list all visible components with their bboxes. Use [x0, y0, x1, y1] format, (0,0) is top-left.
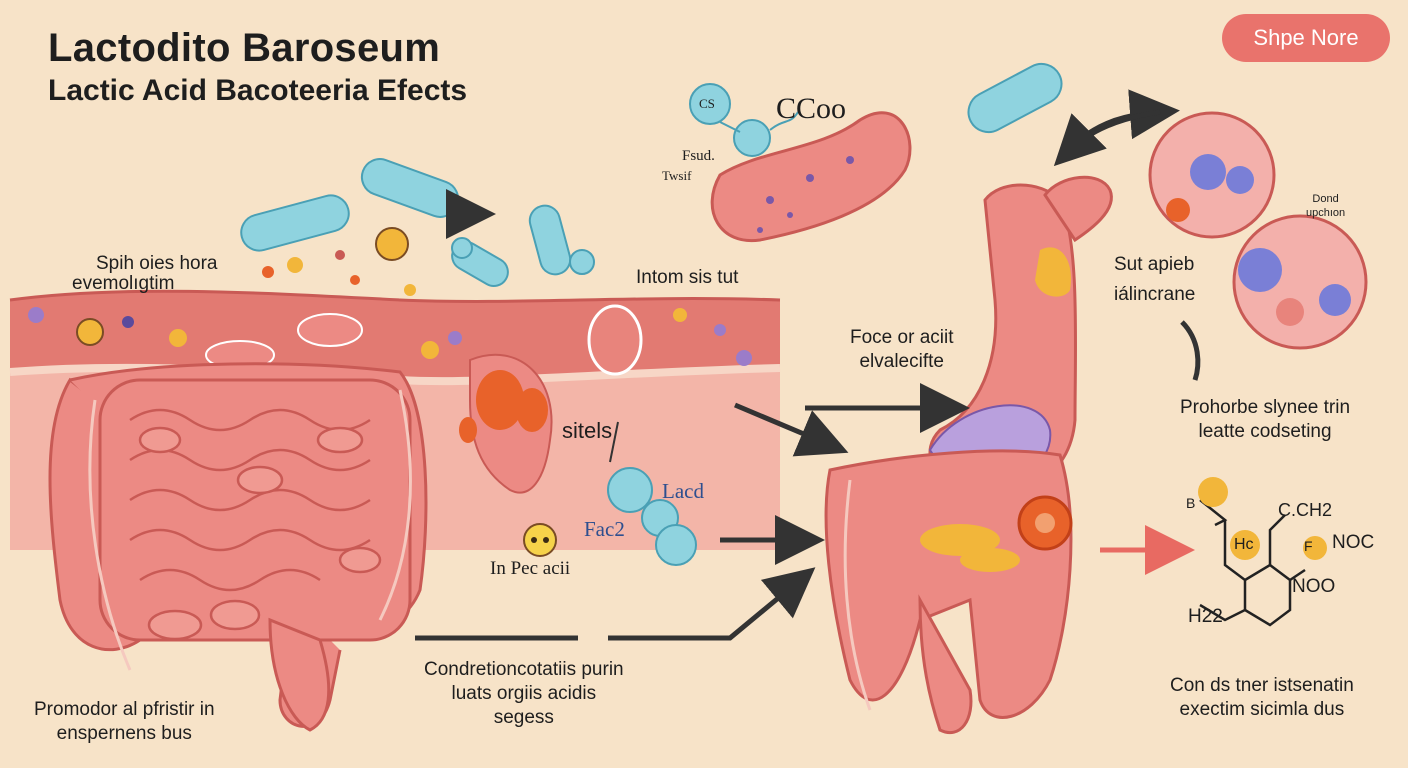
label-sut-line2: iálincrane [1114, 284, 1196, 305]
label-sitels: sitels [562, 418, 613, 443]
label-cond-line1: Condretioncotatiis purin [424, 659, 624, 680]
gut-cell-detail [459, 353, 553, 494]
small-intestine-coils [129, 408, 382, 641]
chem-label-hc: Hc [1234, 536, 1254, 553]
page-subtitle: Lactic Acid Bacoteeria Efects [48, 74, 468, 107]
pink-bacterium [710, 111, 912, 243]
label-ccoo: CCoo [776, 92, 847, 125]
see-more-button[interactable]: Shpe Nore [1222, 14, 1390, 62]
label-foce-line2: elvalecifte [859, 351, 944, 372]
label-cs: CS [699, 96, 715, 111]
chemical-structure [1199, 499, 1306, 627]
bacteria-debris [262, 227, 416, 296]
label-cond-line2: luats orgiis acidis [451, 683, 597, 704]
label-prohorbe: Prohorbe slynee trin leatte codseting [1180, 396, 1350, 444]
chem-label-cch2: C.CH2 [1278, 500, 1333, 520]
label-promodor: Promodor al pfristir in enspernens bus [34, 698, 215, 746]
label-consd-line1: Con ds tner istsenatin [1170, 675, 1354, 696]
label-foce: Foce or aciit elvalecifte [850, 326, 953, 374]
round-cells [1148, 111, 1368, 350]
label-foce-line1: Foce or aciit [850, 327, 954, 348]
chem-label-f: F [1304, 538, 1313, 554]
bacterium-top-right [967, 62, 1063, 134]
label-prohorbe-line1: Prohorbe slynee trin [1180, 397, 1351, 418]
yellow-molecule [523, 523, 557, 557]
page-title: Lactodito Baroseum [48, 26, 441, 70]
label-consd-line2: exectim sicimla dus [1179, 699, 1345, 720]
label-condretion: Condretioncotatiis purin luats orgiis ac… [424, 658, 624, 730]
label-promodor-line2: enspernens bus [56, 723, 192, 744]
label-lacd: Lacd [662, 479, 704, 503]
label-prohorbe-line2: leatte codseting [1198, 421, 1332, 442]
label-dond-line2: upchıon [1306, 207, 1346, 219]
chem-f-node [1303, 536, 1327, 560]
label-sut: Sut apieb iálincrane [1114, 250, 1195, 310]
chem-label-noc: NOC [1332, 532, 1375, 553]
label-fac2: Fac2 [584, 517, 625, 541]
chem-label-h22: H22 [1188, 606, 1223, 627]
flow-arrows [415, 89, 1201, 641]
chem-label-noo: NOO [1292, 576, 1336, 597]
chem-hc-node [1230, 530, 1260, 560]
label-cond-line3: segess [493, 707, 554, 728]
label-con-ds: Con ds tner istsenatin exectim sicimla d… [1170, 674, 1354, 722]
wall-cells [28, 304, 752, 376]
label-dond-line1: Dond [1312, 193, 1339, 205]
chem-label-b: B [1186, 495, 1196, 511]
stomach-and-colon [824, 175, 1113, 734]
lactic-bacteria-cluster [240, 158, 595, 287]
label-dond: Dond upchıon [1306, 192, 1345, 220]
label-spih: Spih oies hora evemolıgtim [72, 252, 218, 296]
label-twsif: Twsif [662, 168, 692, 183]
chem-b-node [1198, 477, 1228, 507]
label-fsud: Fsud. [682, 148, 715, 164]
label-in-pec: In Pec acii [490, 558, 571, 579]
label-spih-line1: Spih oies hora [96, 253, 218, 274]
molecule-cs [689, 83, 799, 157]
label-promodor-line1: Promodor al pfristir in [34, 699, 215, 720]
lacd-bacterium [607, 467, 697, 566]
label-spih-line2: evemolıgtim [72, 273, 175, 294]
label-intomsis: Intom sis tut [636, 267, 739, 288]
label-sut-line1: Sut apieb [1114, 254, 1195, 275]
